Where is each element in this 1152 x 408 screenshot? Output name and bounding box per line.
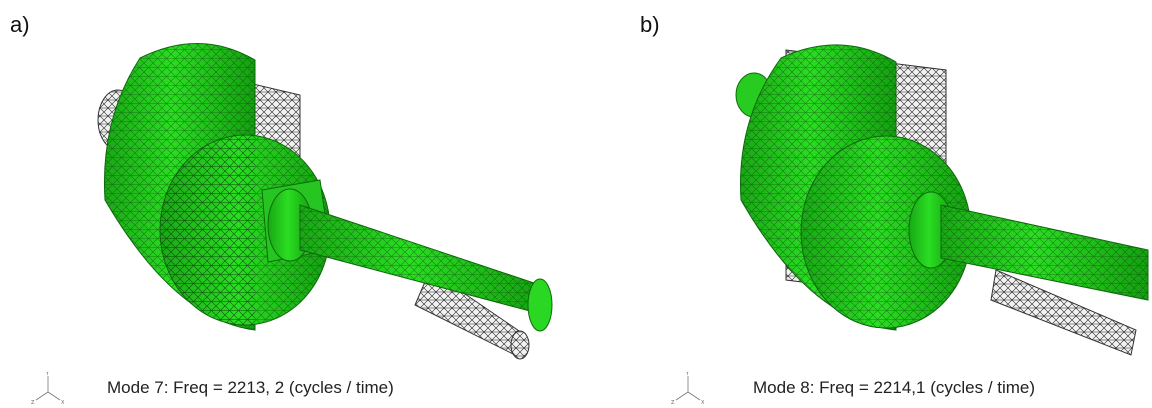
triad-x-label: X: [701, 400, 705, 406]
deformed-mesh: [735, 44, 1149, 331]
panel-b-axis-triad-icon: Y Z X: [671, 372, 705, 406]
deformed-mesh: [103, 43, 553, 332]
panel-b: b) Y Z X Mode 8: Freq = 2214,1 (cycles /…: [576, 0, 1152, 408]
panel-a-label: a): [10, 12, 30, 37]
triad-z-label: Z: [671, 400, 675, 406]
panel-a-mode-shape-render: [97, 43, 553, 360]
panel-b-mode-caption: Mode 8: Freq = 2214,1 (cycles / time): [753, 378, 1036, 397]
triad-z-label: Z: [31, 400, 35, 406]
panel-b-label: b): [640, 12, 660, 37]
triad-y-label: Y: [45, 372, 50, 377]
panel-a-mode-caption: Mode 7: Freq = 2213, 2 (cycles / time): [107, 378, 394, 397]
triad-y-label: Y: [685, 372, 690, 377]
triad-x-label: X: [61, 400, 65, 406]
panel-b-mode-shape-render: [735, 44, 1149, 356]
panel-a-axis-triad-icon: Y Z X: [31, 372, 65, 406]
panel-a: a) Y Z X Mode 7: Freq = 2213, 2 (cycle: [10, 12, 553, 406]
